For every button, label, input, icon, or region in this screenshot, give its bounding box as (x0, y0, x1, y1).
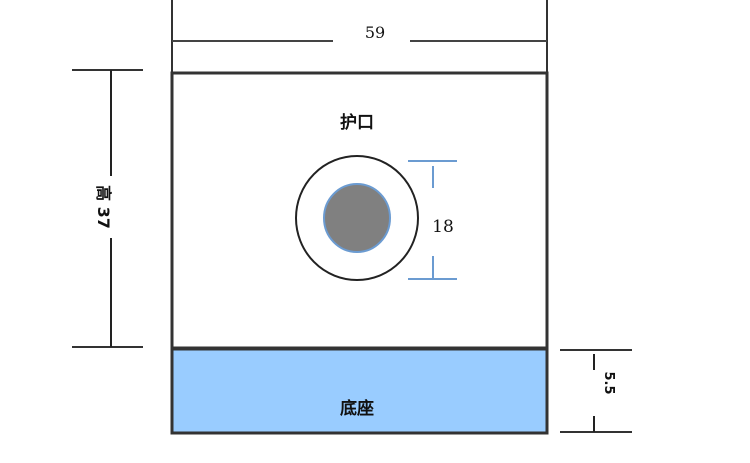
opening-label: 18 (432, 217, 454, 237)
opening-dimension: 18 (408, 160, 457, 280)
guard-opening (295, 155, 419, 281)
guard-label: 护口 (340, 112, 374, 133)
width-label: 59 (365, 23, 385, 42)
base-height-label: 5.5 (601, 371, 616, 394)
base-label: 底座 (340, 398, 374, 419)
height-dimension: 高 37 (72, 69, 143, 348)
base-block (170, 347, 549, 435)
width-dimension: 59 (171, 0, 548, 73)
base-dimension: 5.5 (560, 349, 632, 433)
height-label: 高 37 (94, 185, 113, 229)
